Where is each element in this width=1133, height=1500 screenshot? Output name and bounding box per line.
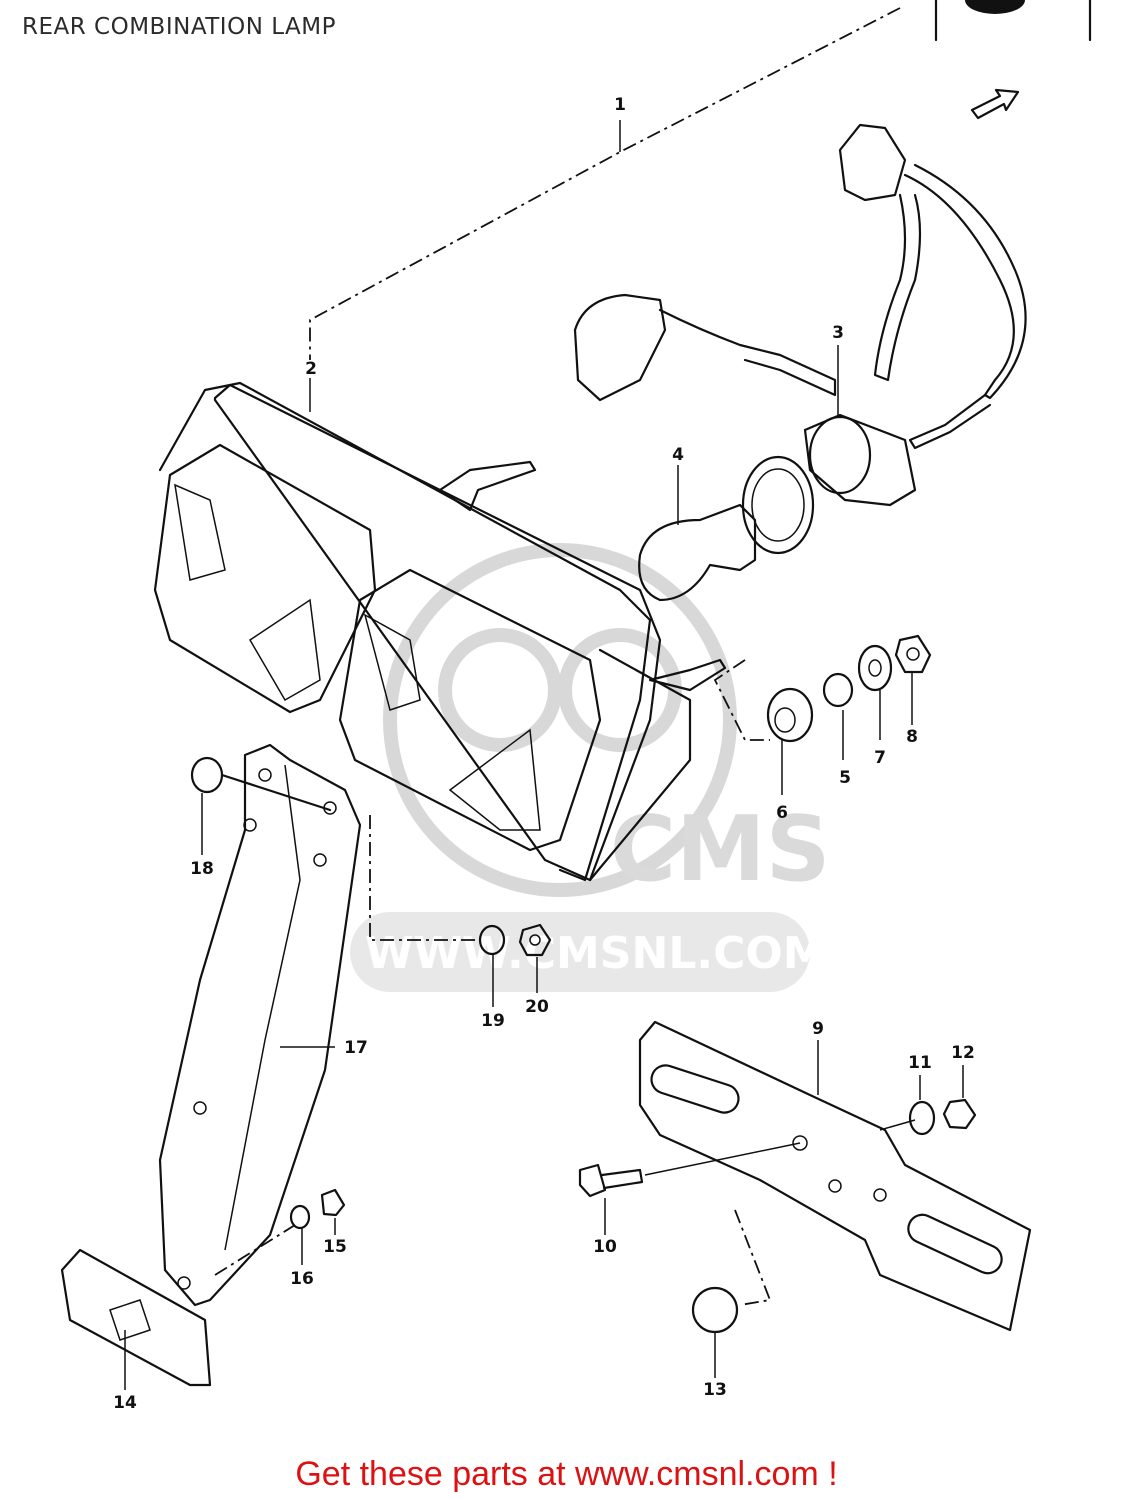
callout-19: 19 <box>481 1011 505 1031</box>
callout-1: 1 <box>614 95 626 115</box>
bolt-10 <box>578 1142 801 1198</box>
nut-15 <box>320 1188 346 1217</box>
callout-20: 20 <box>525 997 549 1017</box>
bulb <box>638 455 815 602</box>
callout-11: 11 <box>908 1053 932 1073</box>
callout-13: 13 <box>703 1380 727 1400</box>
footer-cta-link[interactable]: Get these parts at www.cmsnl.com ! <box>295 1455 838 1493</box>
callout-8: 8 <box>906 727 918 747</box>
cms-watermark: CMS WWW.CMSNL.COM <box>350 543 830 992</box>
washer-16 <box>289 1204 311 1230</box>
washer <box>857 644 893 692</box>
page-title: REAR COMBINATION LAMP <box>22 14 337 40</box>
nut-20 <box>518 923 552 957</box>
callout-3: 3 <box>832 323 844 343</box>
callout-12: 12 <box>951 1043 975 1063</box>
lamp-bracket <box>158 743 362 1307</box>
plug <box>190 756 332 812</box>
callout-5: 5 <box>839 768 851 788</box>
callout-10: 10 <box>593 1237 617 1257</box>
callout-6: 6 <box>776 803 788 823</box>
nut-12 <box>942 1098 977 1130</box>
callout-17: 17 <box>344 1038 368 1058</box>
bulb-socket <box>803 413 917 507</box>
collar <box>822 672 854 708</box>
lamp-housing <box>153 381 727 882</box>
reflector <box>60 1248 212 1387</box>
callout-18: 18 <box>190 859 214 879</box>
callout-2: 2 <box>305 359 317 379</box>
rubber-grommet <box>766 687 814 743</box>
arrow-mark-icon <box>934 0 1092 120</box>
leader-lines <box>124 345 964 1390</box>
license-plate-bracket <box>638 1020 1032 1332</box>
callout-4: 4 <box>672 445 684 465</box>
watermark-url: WWW.CMSNL.COM <box>365 928 827 979</box>
assembly-1-leader <box>309 7 901 360</box>
callout-15: 15 <box>323 1237 347 1257</box>
nut <box>894 634 932 674</box>
callout-7: 7 <box>874 748 886 768</box>
plug-13 <box>691 1286 739 1334</box>
watermark-brand: CMS <box>610 797 830 902</box>
callout-9: 9 <box>812 1019 824 1039</box>
callout-16: 16 <box>290 1269 314 1289</box>
wiring-harness <box>573 123 1027 450</box>
callout-14: 14 <box>113 1393 137 1413</box>
washer-11 <box>908 1100 936 1136</box>
washer-19 <box>478 924 506 956</box>
